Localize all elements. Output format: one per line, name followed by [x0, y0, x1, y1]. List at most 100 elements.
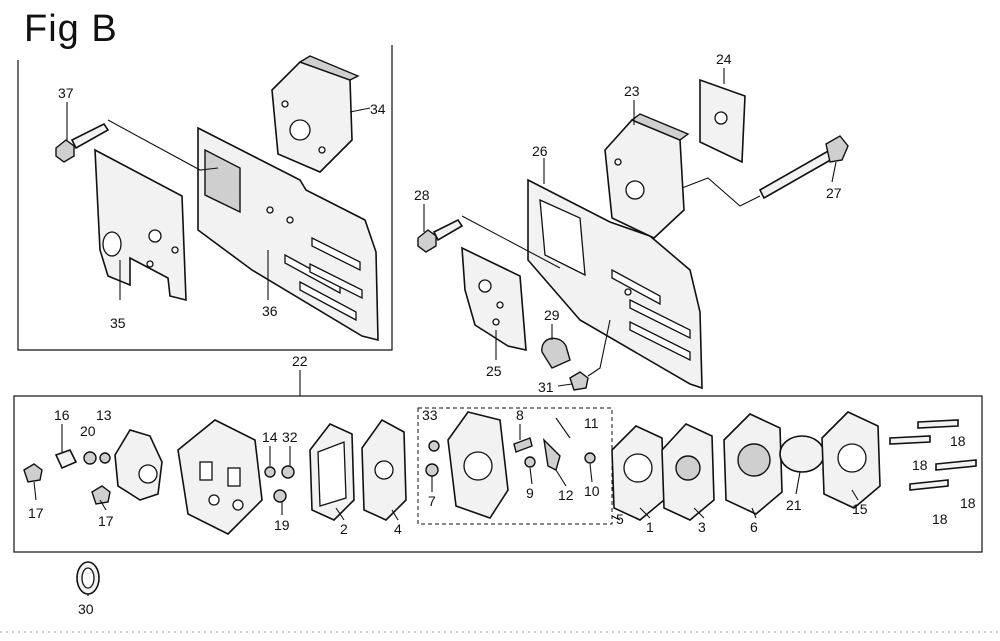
callout-25: 25: [486, 363, 502, 379]
mounting-flange: [204, 148, 241, 214]
clip-29: [541, 337, 571, 369]
callout-8: 8: [516, 407, 524, 423]
opening: [623, 453, 653, 483]
callout-21: 21: [786, 497, 802, 513]
hole: [148, 229, 162, 243]
bore: [138, 464, 158, 484]
bore: [625, 180, 645, 200]
callouts: 37 34 35 36 23 24 26 27 28 25 29 31 22 1…: [28, 51, 976, 617]
hole: [281, 100, 289, 108]
callout-2: 2: [340, 521, 348, 537]
callout-32: 32: [282, 429, 298, 445]
chamber: [374, 460, 394, 480]
callout-30: 30: [78, 601, 94, 617]
hole: [614, 158, 622, 166]
bolt-head-27: [825, 135, 849, 163]
cutout: [317, 441, 347, 507]
intake-block-34: [271, 61, 353, 173]
part-19: [273, 489, 287, 503]
callout-28: 28: [414, 187, 430, 203]
part-7: [425, 463, 439, 477]
screw-31: [569, 371, 589, 391]
hole: [171, 246, 179, 254]
callout-11: 11: [584, 415, 599, 431]
callout-26: 26: [532, 143, 548, 159]
part-33: [428, 440, 440, 452]
needle-8: [513, 437, 533, 453]
callout-31: 31: [538, 379, 554, 395]
cutout: [539, 198, 586, 277]
callout-7: 7: [428, 493, 436, 509]
gasket-25: [461, 246, 527, 352]
callout-19: 19: [274, 517, 290, 533]
screw-18c: [935, 459, 977, 471]
screw-17b: [91, 485, 111, 505]
callout-15: 15: [852, 501, 868, 517]
intake-block-23: [604, 119, 685, 239]
callout-18-c: 18: [960, 495, 976, 511]
leader-lines: [33, 68, 859, 596]
callout-35: 35: [110, 315, 126, 331]
callout-9: 9: [526, 485, 534, 501]
part-20: [83, 451, 97, 465]
port: [208, 494, 220, 506]
callout-34: 34: [370, 101, 386, 117]
frame-carburetor-assembly: [13, 395, 983, 553]
frame-subassembly-5: [417, 407, 613, 525]
part-14: [264, 466, 276, 478]
gasket-plate-35: [94, 148, 187, 302]
port: [199, 461, 213, 481]
callout-33: 33: [422, 407, 438, 423]
screw-18a: [917, 419, 959, 429]
throttle-body: [114, 429, 163, 501]
callout-6: 6: [750, 519, 758, 535]
part-13: [99, 452, 111, 464]
block-top: [630, 113, 690, 141]
callout-4: 4: [394, 521, 402, 537]
leader-bolt-27: [681, 177, 761, 207]
callout-13: 13: [96, 407, 112, 423]
ring-center: [81, 567, 95, 589]
hole: [266, 206, 274, 214]
screw-10: [584, 452, 596, 464]
callout-17-left: 17: [28, 505, 44, 521]
callout-37: 37: [58, 85, 74, 101]
bolt-shank-37: [70, 122, 110, 150]
figure-title: Fig B: [24, 8, 118, 50]
screw-18b: [889, 435, 931, 445]
hole: [478, 279, 492, 293]
hole: [146, 260, 154, 268]
callout-23: 23: [624, 83, 640, 99]
callout-16: 16: [54, 407, 70, 423]
slot: [629, 320, 691, 362]
pin-11: [555, 417, 571, 439]
callout-27: 27: [826, 185, 842, 201]
callout-20: 20: [80, 423, 96, 439]
callout-10: 10: [584, 483, 600, 499]
callout-12: 12: [558, 487, 574, 503]
hole: [492, 318, 500, 326]
callout-29: 29: [544, 307, 560, 323]
bolt-head-28: [417, 229, 437, 253]
cover-dome: [737, 443, 771, 477]
lever-12: [542, 437, 561, 472]
bolt-shank-27: [758, 148, 836, 200]
slot: [611, 268, 661, 306]
hole: [286, 216, 294, 224]
hole: [318, 146, 326, 154]
bore: [289, 119, 311, 141]
hole: [714, 111, 728, 125]
part-32: [281, 465, 295, 479]
hole: [496, 301, 504, 309]
callout-17-bottom: 17: [98, 513, 114, 529]
chamber: [463, 451, 493, 481]
carburetor-body: [177, 419, 263, 535]
bolt-head-37: [55, 139, 75, 163]
slot: [299, 280, 357, 322]
callout-22: 22: [292, 353, 308, 369]
callout-24: 24: [716, 51, 732, 67]
callout-3: 3: [698, 519, 706, 535]
bolt-shank-28: [432, 218, 464, 242]
hole: [624, 288, 632, 296]
